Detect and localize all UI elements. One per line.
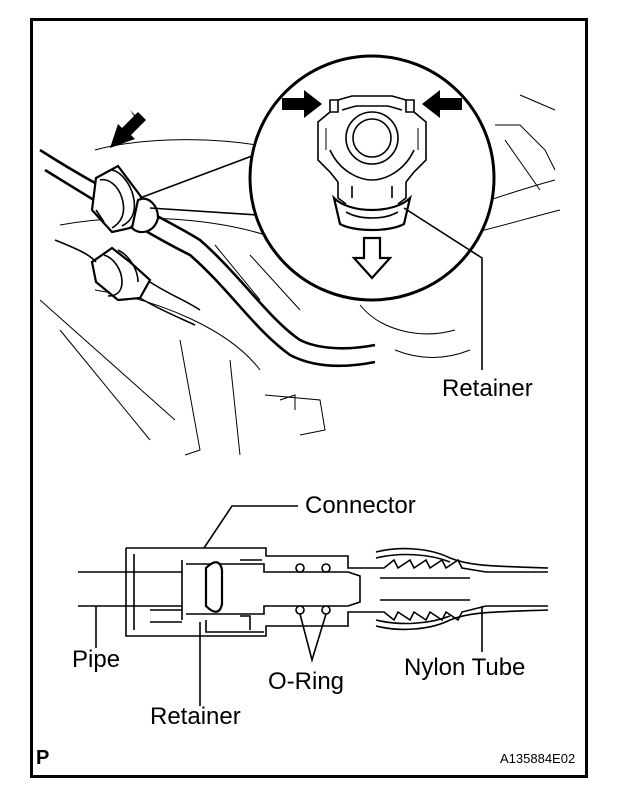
connector-assembly-top bbox=[90, 164, 160, 234]
connector-leader bbox=[203, 505, 298, 549]
squeeze-arrow-right-icon bbox=[422, 90, 462, 118]
o-ring-leader bbox=[299, 613, 327, 663]
lower-connector-top bbox=[54, 239, 201, 326]
pull-down-arrow-icon bbox=[351, 236, 393, 280]
nylon-tube-label: Nylon Tube bbox=[404, 654, 526, 681]
cross-section bbox=[78, 547, 549, 637]
connector-label: Connector bbox=[305, 492, 416, 519]
magnified-view bbox=[248, 54, 496, 302]
figure-code: A135884E02 bbox=[500, 751, 576, 766]
retainer-label-bottom: Retainer bbox=[150, 703, 241, 730]
retainer-label-top: Retainer bbox=[442, 375, 533, 402]
push-arrow-icon bbox=[110, 110, 146, 148]
o-ring-label: O-Ring bbox=[268, 668, 345, 695]
squeeze-arrow-left-icon bbox=[282, 90, 322, 118]
callout-line-upper bbox=[139, 149, 269, 199]
retainer-leader-top bbox=[403, 207, 483, 370]
corner-letter: P bbox=[36, 747, 50, 769]
callout-line-lower bbox=[149, 207, 259, 216]
pipe-label: Pipe bbox=[72, 646, 121, 673]
